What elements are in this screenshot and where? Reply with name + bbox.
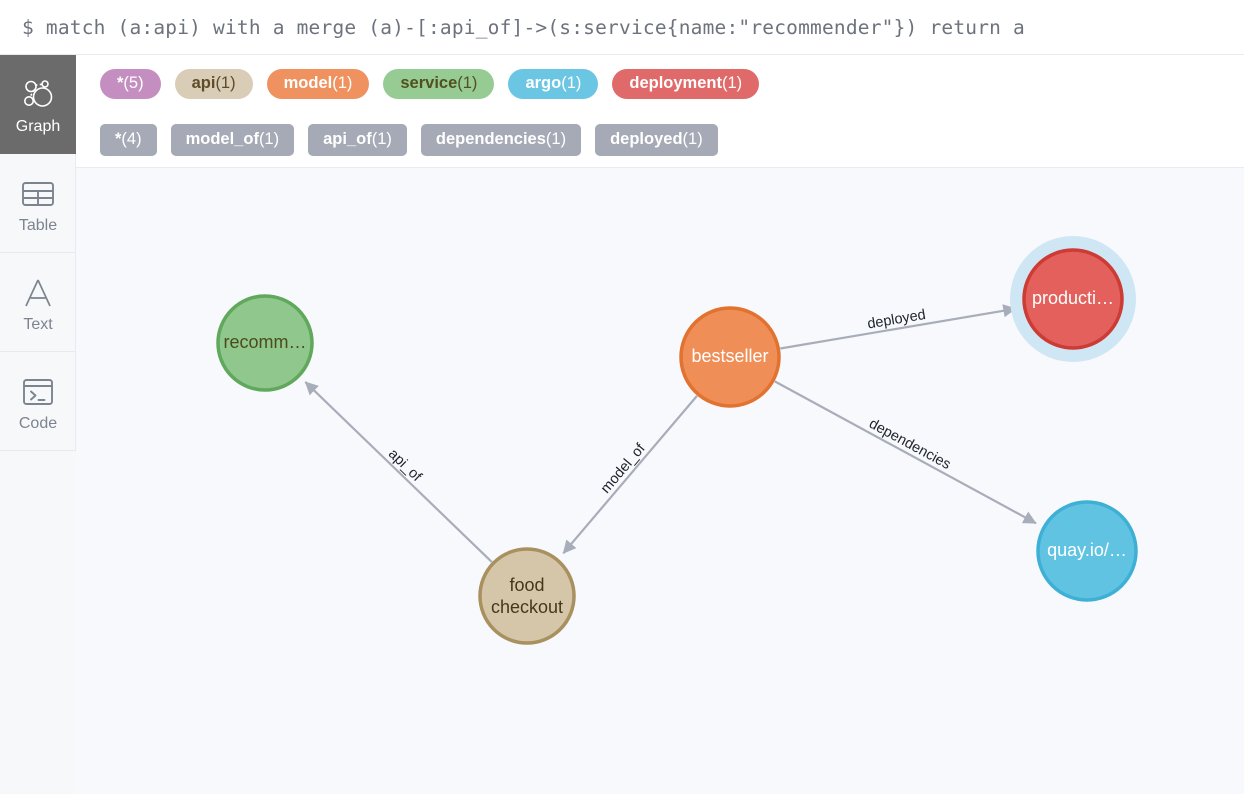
edge-label-model_of: model_of (598, 440, 649, 497)
node-circle[interactable] (478, 547, 576, 645)
relationship-type-chip-deployed[interactable]: deployed(1) (595, 124, 718, 156)
query-bar[interactable]: $ match (a:api) with a merge (a)-[:api_o… (0, 0, 1244, 55)
bottom-strip (0, 794, 1244, 798)
sidebar-item-graph[interactable]: Graph (0, 55, 76, 154)
sidebar-item-table[interactable]: Table (0, 154, 76, 253)
node-type-chip-argo[interactable]: argo(1) (508, 69, 599, 99)
node-circle[interactable] (679, 306, 781, 408)
chip-label: * (117, 74, 124, 93)
node-type-chip-api[interactable]: api(1) (174, 69, 253, 99)
node-circle[interactable] (1036, 500, 1138, 602)
chip-label: model (283, 74, 333, 93)
relationship-type-chip-dependencies[interactable]: dependencies(1) (420, 124, 582, 156)
sidebar-item-text[interactable]: Text (0, 253, 76, 352)
chip-label: deployed (610, 130, 683, 149)
node-type-chip-row: *(5)api(1)model(1)service(1)argo(1)deplo… (76, 55, 1244, 113)
chip-label: deployment (629, 74, 722, 93)
chip-count: (1) (258, 130, 280, 149)
code-icon (21, 370, 55, 414)
node-type-chip-model[interactable]: model(1) (266, 69, 370, 99)
chip-count: (5) (123, 74, 144, 93)
node-circle[interactable] (1022, 248, 1124, 350)
sidebar-item-graph-label: Graph (15, 118, 61, 135)
graph-node-quay[interactable]: quay.io/… (1036, 500, 1138, 602)
node-type-chip-all[interactable]: *(5) (100, 69, 161, 99)
sidebar-item-table-label: Table (18, 217, 58, 234)
chip-label: model_of (185, 130, 259, 149)
chip-label: service (400, 74, 458, 93)
graph-node-bestseller[interactable]: bestseller (679, 306, 781, 408)
graph-edge-deployed[interactable] (780, 304, 1017, 350)
chip-count: (1) (371, 130, 392, 149)
legend-panel: *(5)api(1)model(1)service(1)argo(1)deplo… (76, 55, 1244, 168)
text-icon (21, 271, 55, 315)
node-type-chip-deployment[interactable]: deployment(1) (612, 69, 760, 99)
chip-label: * (115, 130, 122, 149)
graph-edge-api_of[interactable] (304, 381, 493, 563)
relationship-type-chip-model_of[interactable]: model_of(1) (170, 124, 295, 156)
chip-count: (1) (545, 130, 567, 149)
table-icon (21, 172, 55, 216)
relationship-type-chip-api_of[interactable]: api_of(1) (308, 124, 407, 156)
sidebar-item-code[interactable]: Code (0, 352, 76, 451)
graph-node-recommender[interactable]: recomm… (216, 294, 314, 392)
graph-icon (20, 73, 56, 117)
edge-label-dependencies: dependencies (866, 416, 953, 473)
chip-count: (1) (721, 74, 743, 93)
graph-edge-dependencies[interactable] (774, 380, 1037, 525)
sidebar-item-code-label: Code (18, 415, 58, 432)
relationship-type-chip-row: *(4)model_of(1)api_of(1)dependencies(1)d… (76, 113, 1244, 167)
sidebar-item-text-label: Text (23, 316, 53, 333)
view-mode-sidebar: Graph Table Text Code (0, 55, 76, 798)
chip-count: (4) (121, 130, 142, 149)
chip-label: argo (525, 74, 562, 93)
chip-count: (1) (332, 74, 353, 93)
graph-node-production[interactable]: producti… (1010, 236, 1136, 362)
chip-count: (1) (457, 74, 478, 93)
sidebar-empty-area (0, 451, 76, 798)
chip-label: dependencies (435, 130, 546, 149)
chip-label: api_of (323, 130, 372, 149)
chip-count: (1) (682, 130, 703, 149)
chip-count: (1) (561, 74, 582, 93)
node-type-chip-service[interactable]: service(1) (383, 69, 495, 99)
graph-edge-model_of[interactable] (562, 395, 698, 555)
node-circle[interactable] (216, 294, 314, 392)
chip-count: (1) (215, 74, 236, 93)
query-input-text[interactable]: $ match (a:api) with a merge (a)-[:api_o… (22, 15, 1025, 39)
chip-label: api (191, 74, 216, 93)
relationship-type-chip-all[interactable]: *(4) (100, 124, 157, 156)
